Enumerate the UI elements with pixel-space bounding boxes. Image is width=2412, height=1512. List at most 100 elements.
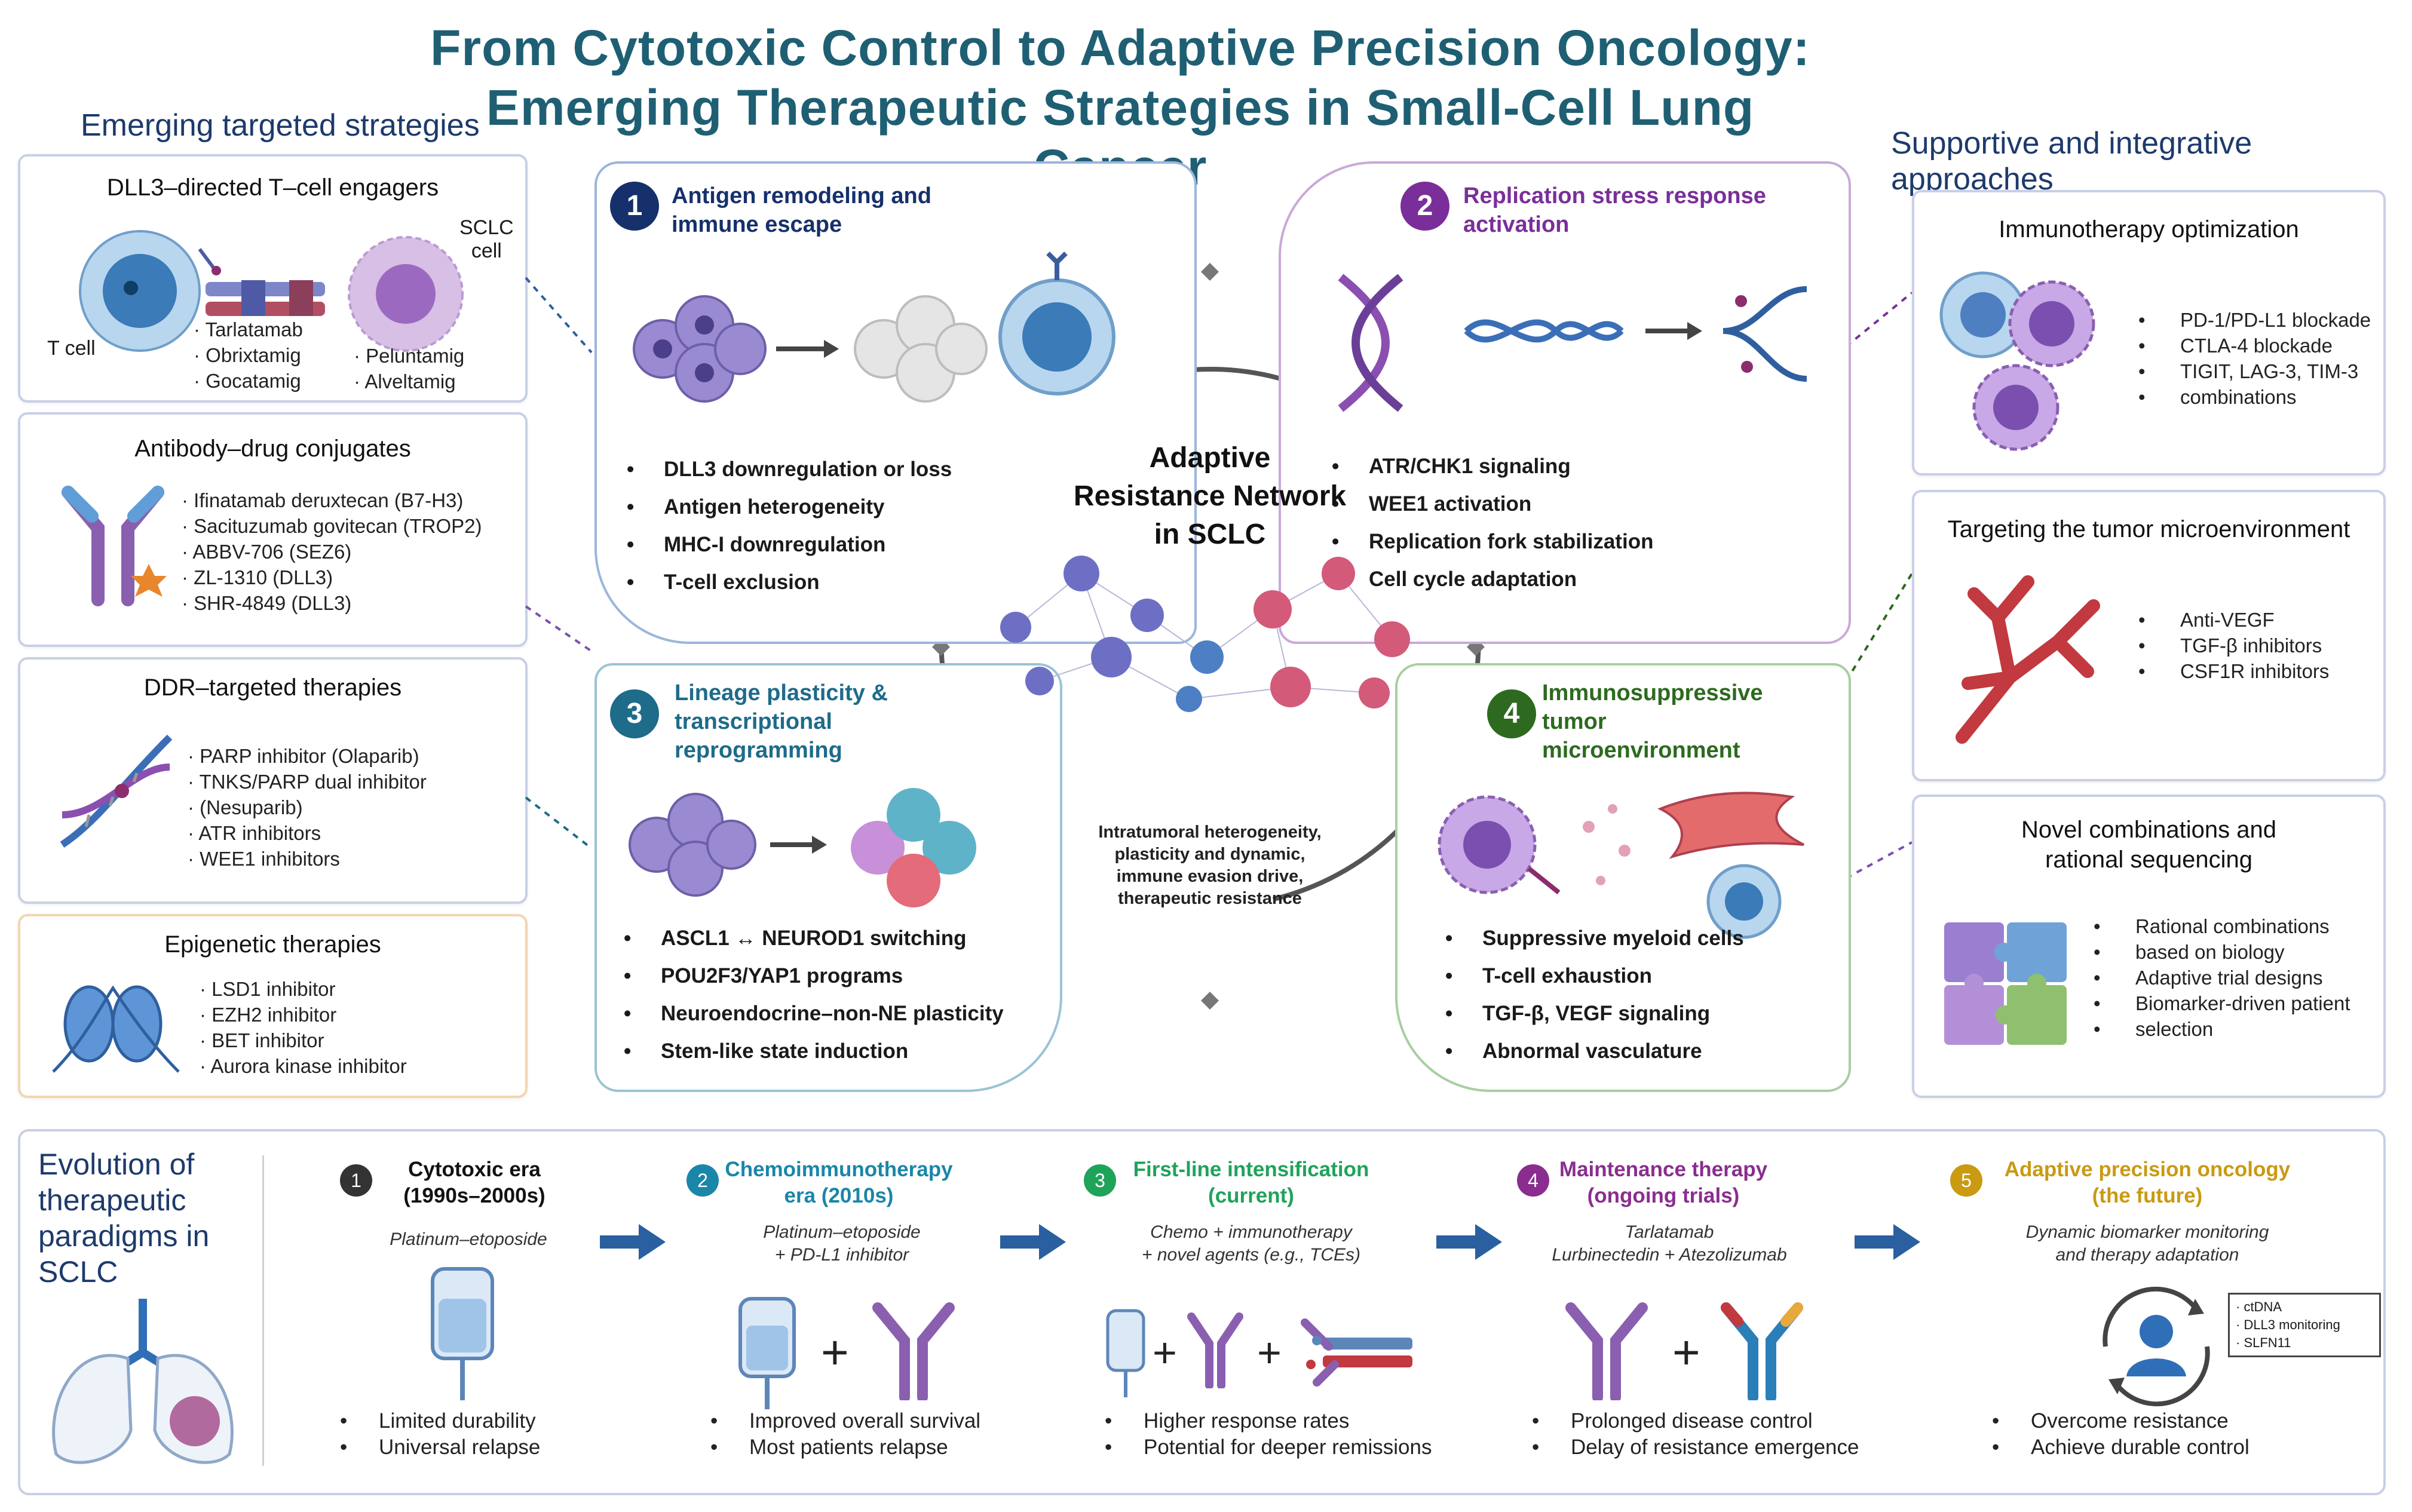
nucleosome-icon <box>52 985 180 1073</box>
list-item: · ctDNA <box>2236 1299 2282 1314</box>
list-item: Cell cycle adaptation <box>1332 560 1653 598</box>
ddr-card-title: DDR–targeted therapies <box>143 674 402 701</box>
immune-cells-icon <box>1939 271 2095 451</box>
list-item: CSF1R inhibitors <box>2138 658 2329 684</box>
list-item: combinations <box>2138 384 2371 410</box>
list-item: · DLL3 monitoring <box>2236 1317 2340 1332</box>
immunotherapy-card-title: Immunotherapy optimization <box>1999 216 2299 243</box>
combinations-card-title: Novel combinations and rational sequenci… <box>2021 817 2276 873</box>
era-5-subtitle: Dynamic biomarker monitoring and therapy… <box>2025 1222 2269 1265</box>
page-title: From Cytotoxic Control to Adaptive Preci… <box>418 18 1822 197</box>
list-item: selection <box>2094 1016 2350 1042</box>
plus-sign: + <box>821 1326 849 1379</box>
list-item: Gocatamig <box>194 368 303 394</box>
panel-immunosuppressive-tme: 4 Immunosuppressive tumor microenvironme… <box>1395 663 1851 1092</box>
list-item: Replication fork stabilization <box>1332 523 1653 560</box>
list-item: Delay of resistance emergence <box>1532 1434 1859 1461</box>
era-4-subtitle: Tarlatamab Lurbinectedin + Atezolizumab <box>1552 1222 1787 1265</box>
list-item: WEE1 inhibitors <box>188 846 427 872</box>
panel-3-number: 3 <box>610 689 659 738</box>
panel-4-title: Immunosuppressive tumor microenvironment <box>1542 680 1763 763</box>
tme-list: Anti-VEGF TGF-β inhibitors CSF1R inhibit… <box>2138 607 2329 684</box>
right-section-heading: Supportive and integrative approaches <box>1891 126 2252 197</box>
panel-1-number: 1 <box>610 182 659 231</box>
list-item: TGF-β inhibitors <box>2138 633 2329 658</box>
sclc-cell-label: SCLC cell <box>459 216 514 262</box>
list-item: Antigen heterogeneity <box>627 488 952 526</box>
list-item: ABBV-706 (SEZ6) <box>182 539 482 565</box>
epigenetic-list: LSD1 inhibitor EZH2 inhibitor BET inhibi… <box>200 976 407 1079</box>
panel-lineage-plasticity: 3 Lineage plasticity & transcriptional r… <box>594 663 1062 1092</box>
panel-2-number: 2 <box>1400 182 1449 231</box>
title-line-2: Emerging Therapeutic Strategies in Small… <box>486 79 1755 195</box>
adc-card-title: Antibody–drug conjugates <box>134 435 411 462</box>
list-item: ATR/CHK1 signaling <box>1332 447 1653 485</box>
list-item: T-cell exclusion <box>627 563 952 601</box>
epigenetic-card: Epigenetic therapies LSD1 inhibitor EZH2… <box>18 914 528 1098</box>
panel-antigen-remodeling: 1 Antigen remodeling and immune escape D… <box>594 161 1197 644</box>
list-item: · SLFN11 <box>2236 1335 2291 1350</box>
era-4-title: Maintenance therapy (ongoing trials) <box>1559 1158 1768 1207</box>
list-item: Potential for deeper remissions <box>1105 1434 1432 1461</box>
plus-sign: + <box>1153 1329 1177 1376</box>
list-item: Obrixtamig <box>194 342 303 368</box>
panel-3-list: ASCL1 ↔ NEUROD1 switching POU2F3/YAP1 pr… <box>624 919 1004 1070</box>
list-item: PARP inhibitor (Olaparib) <box>188 743 427 769</box>
era-3-title: First-line intensification (current) <box>1133 1158 1369 1207</box>
era-3-bullets: Higher response rates Potential for deep… <box>1105 1408 1432 1461</box>
era-2-bullets: Improved overall survival Most patients … <box>710 1408 980 1461</box>
list-item: CTLA-4 blockade <box>2138 333 2371 358</box>
antibody-icon <box>62 486 167 606</box>
plus-sign: + <box>1257 1329 1282 1376</box>
era-4-bullets: Prolonged disease control Delay of resis… <box>1532 1408 1859 1461</box>
dll3-tce-card: DLL3–directed T–cell engagers SCLC cell … <box>18 154 528 403</box>
era-1-title: Cytotoxic era (1990s–2000s) <box>403 1158 545 1207</box>
panel-2-title: Replication stress response activation <box>1463 183 1766 237</box>
timeline-panel: Evolution of therapeutic paradigms in SC… <box>18 1129 2386 1495</box>
panel-1-list: DLL3 downregulation or loss Antigen hete… <box>627 450 952 601</box>
list-item: SHR-4849 (DLL3) <box>182 590 482 616</box>
panel-4-list: Suppressive myeloid cells T-cell exhaust… <box>1445 919 1744 1070</box>
ddr-card: DDR–targeted therapies PARP inhibitor (O… <box>18 657 528 904</box>
immunotherapy-card: Immunotherapy optimization PD-1/PD-L1 bl… <box>1912 190 2386 476</box>
era-5-number: 5 <box>1950 1164 1982 1197</box>
tme-card-title: Targeting the tumor microenvironment <box>1947 516 2350 542</box>
ddr-list: PARP inhibitor (Olaparib) TNKS/PARP dual… <box>188 743 427 872</box>
list-item: Achieve durable control <box>1992 1434 2249 1461</box>
tce-drug-list-right: Peluntamig Alveltamig <box>354 343 464 394</box>
era-1-bullets: Limited durability Universal relapse <box>340 1408 540 1461</box>
antibody-icon <box>1721 1302 1803 1400</box>
list-item: Ifinatamab deruxtecan (B7-H3) <box>182 487 482 513</box>
antibody-icon <box>1187 1312 1243 1388</box>
era-2-subtitle: Platinum–etoposide + PD-L1 inhibitor <box>763 1222 921 1265</box>
blood-vessel-icon <box>1956 575 2100 744</box>
arrow-icon <box>1436 1224 1502 1260</box>
tcell-label: T cell <box>47 337 96 360</box>
era-4-number: 4 <box>1517 1164 1549 1197</box>
list-item: POU2F3/YAP1 programs <box>624 957 1004 995</box>
list-item: LSD1 inhibitor <box>200 976 407 1002</box>
plus-sign: + <box>1672 1326 1700 1379</box>
list-item: Neuroendocrine–non-NE plasticity <box>624 995 1004 1032</box>
era-3-number: 3 <box>1084 1164 1116 1197</box>
list-item: Stem-like state induction <box>624 1032 1004 1070</box>
plasticity-illustration <box>629 788 976 907</box>
arrow-icon <box>1855 1224 1920 1260</box>
list-item: ZL-1310 (DLL3) <box>182 565 482 590</box>
tce-drug-list-left: Tarlatamab Obrixtamig Gocatamig <box>194 317 303 394</box>
biomarker-list-box: · ctDNA · DLL3 monitoring · SLFN11 <box>2228 1293 2381 1357</box>
list-item: Peluntamig <box>354 343 464 369</box>
arrow-icon <box>600 1224 666 1260</box>
arrow-icon <box>1000 1224 1066 1260</box>
list-item: Suppressive myeloid cells <box>1445 919 1744 957</box>
lungs-icon <box>52 1299 234 1464</box>
list-item: Higher response rates <box>1105 1408 1432 1434</box>
epigenetic-card-title: Epigenetic therapies <box>164 931 381 958</box>
list-item: Improved overall survival <box>710 1408 980 1434</box>
era-3-subtitle: Chemo + immunotherapy + novel agents (e.… <box>1141 1222 1360 1265</box>
list-item: Rational combinations <box>2094 913 2350 939</box>
era-2-number: 2 <box>686 1164 719 1197</box>
list-item: BET inhibitor <box>200 1028 407 1053</box>
combinations-list: Rational combinations based on biology A… <box>2094 913 2350 1042</box>
list-item: Universal relapse <box>340 1434 540 1461</box>
